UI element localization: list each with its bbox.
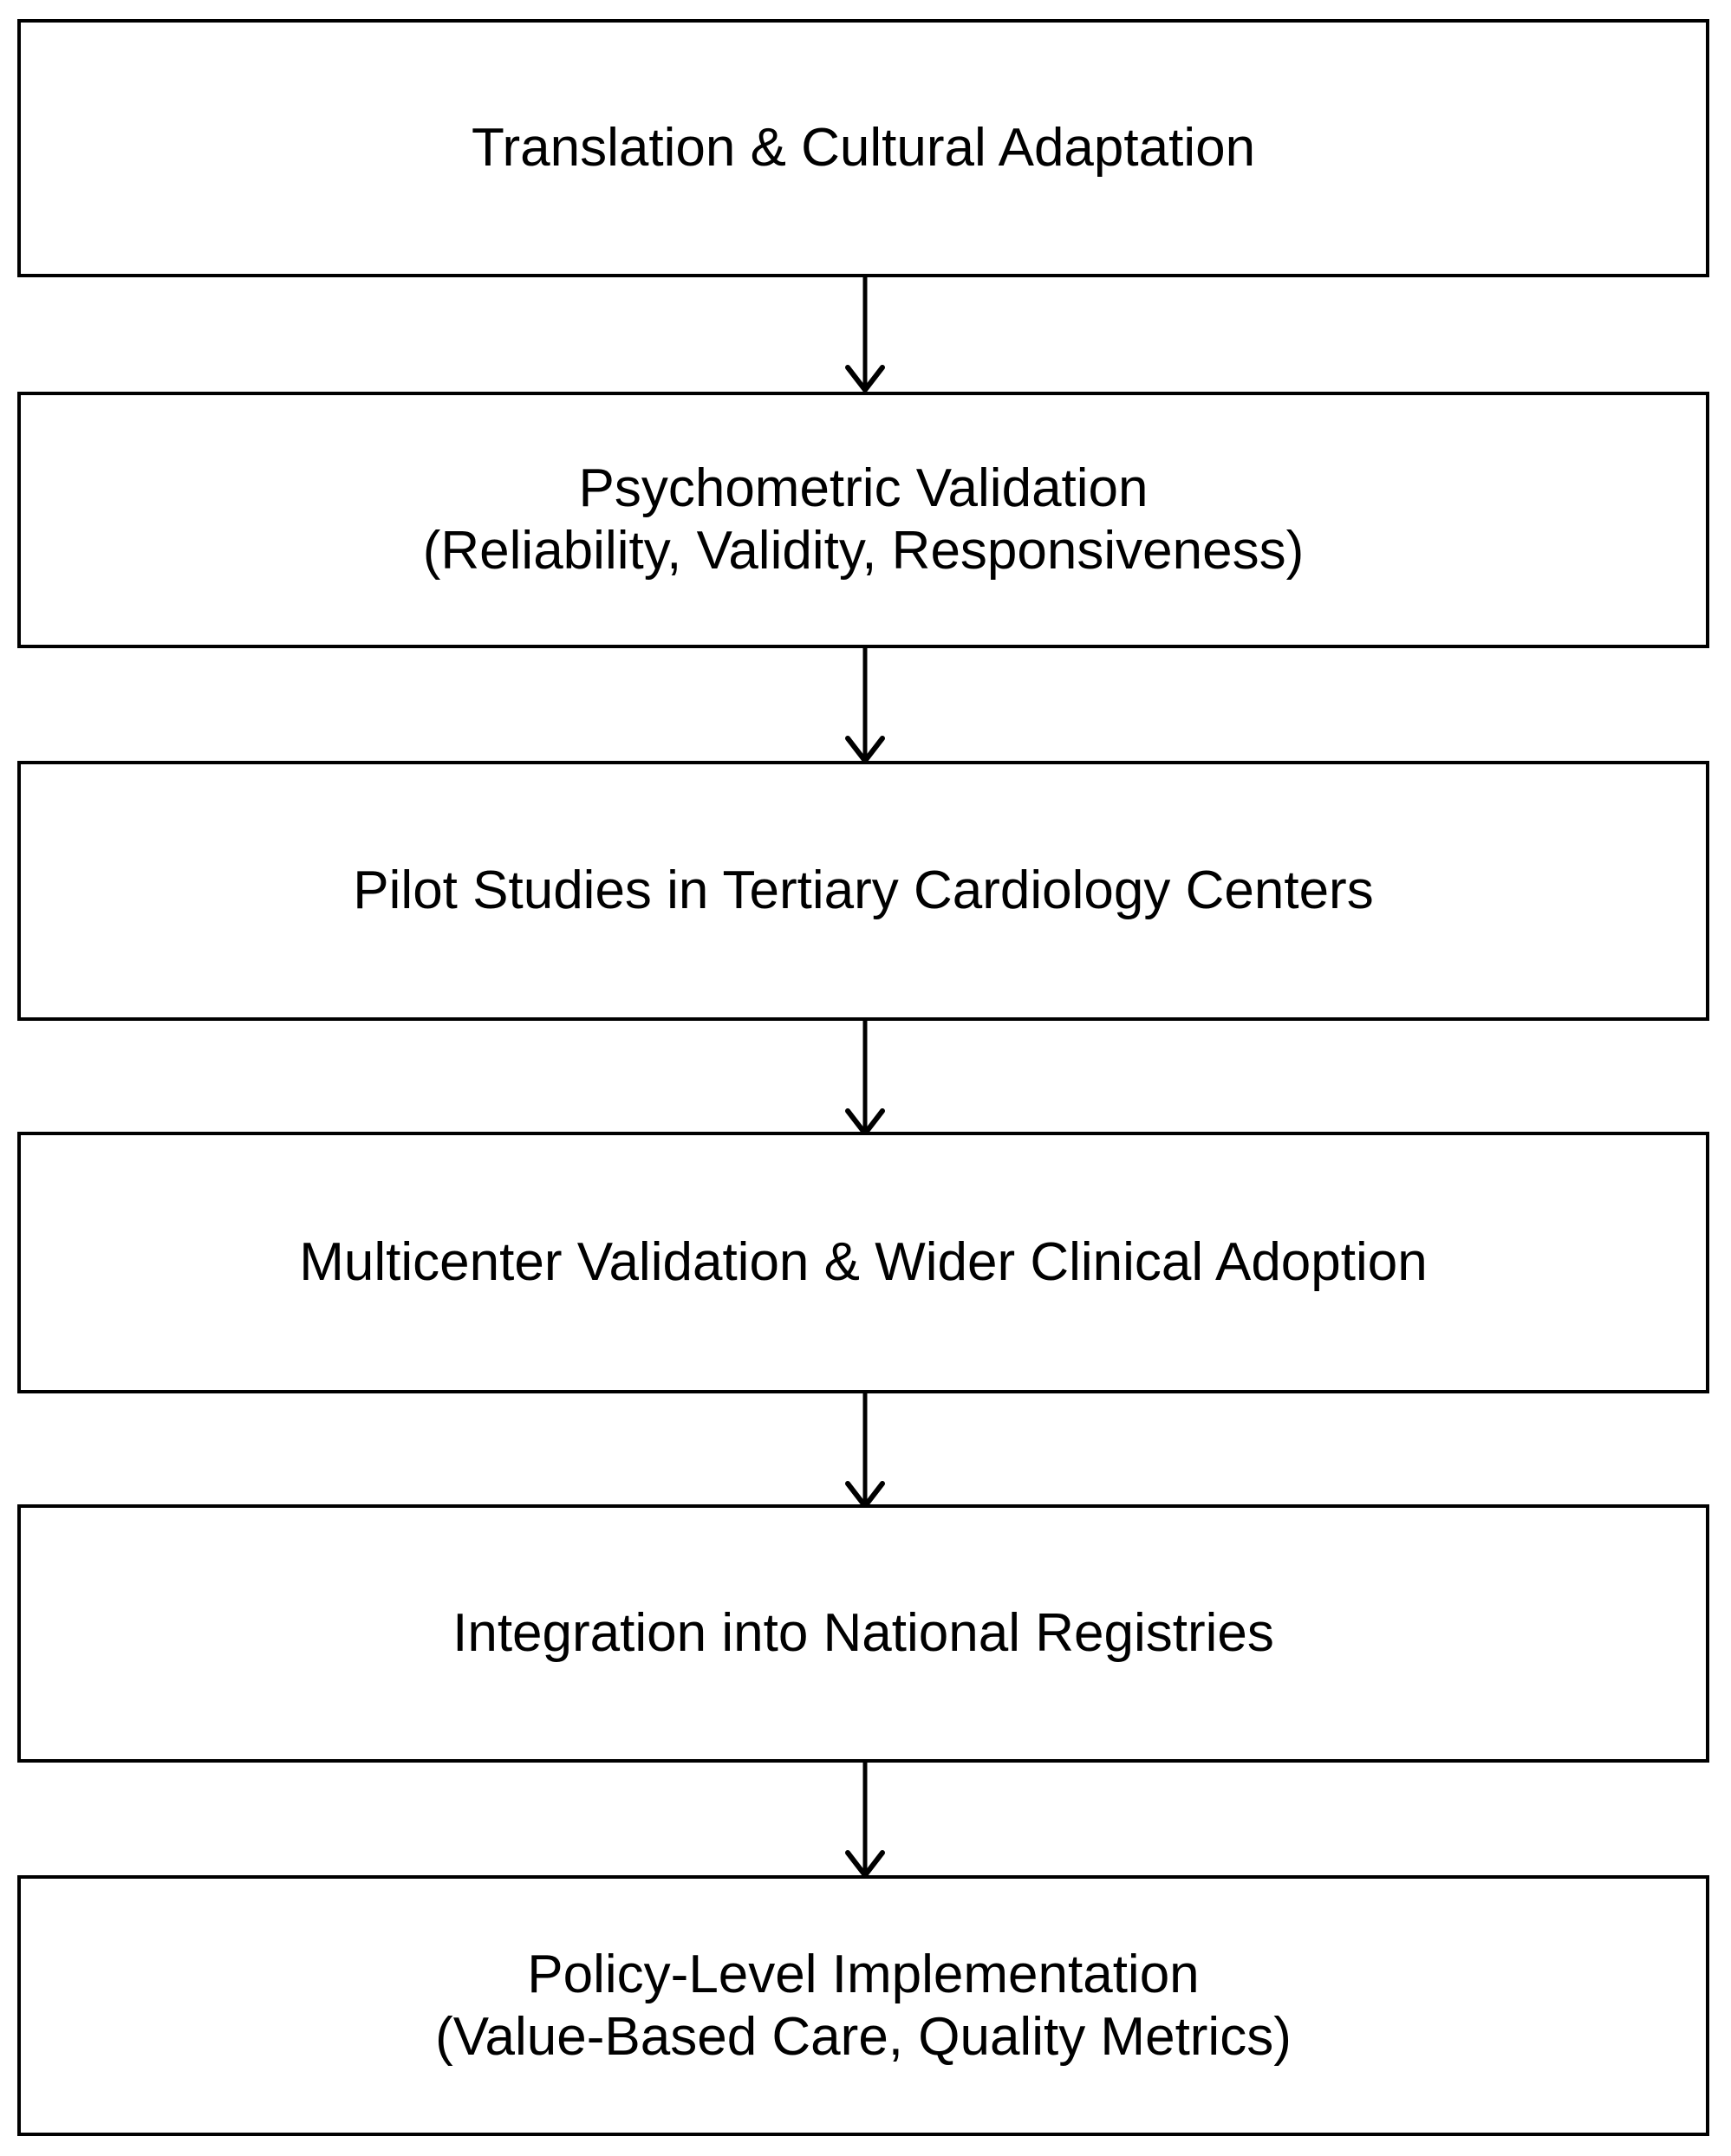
flow-node-psychometric-validation[interactable]: Psychometric Validation (Reliability, Va… — [17, 392, 1709, 648]
flow-node-pilot-studies[interactable]: Pilot Studies in Tertiary Cardiology Cen… — [17, 761, 1709, 1021]
flow-node-label: Integration into National Registries — [452, 1603, 1274, 1664]
flow-node-multicenter-validation[interactable]: Multicenter Validation & Wider Clinical … — [17, 1132, 1709, 1393]
flow-node-national-registries[interactable]: Integration into National Registries — [17, 1504, 1709, 1763]
arrow-down-icon — [845, 277, 885, 394]
flow-node-label: Multicenter Validation & Wider Clinical … — [299, 1232, 1428, 1293]
flow-node-label: Pilot Studies in Tertiary Cardiology Cen… — [353, 860, 1374, 921]
arrow-down-icon — [845, 1021, 885, 1138]
arrow-down-icon — [845, 1763, 885, 1880]
arrow-down-icon — [845, 648, 885, 765]
flow-node-label: Translation & Cultural Adaptation — [471, 118, 1256, 179]
arrow-down-icon — [845, 1393, 885, 1510]
flow-node-label: Psychometric Validation (Reliability, Va… — [422, 458, 1305, 581]
flow-node-label: Policy-Level Implementation (Value-Based… — [435, 1944, 1292, 2067]
flow-node-translation-cultural-adaptation[interactable]: Translation & Cultural Adaptation — [17, 19, 1709, 277]
flow-node-policy-level-implementation[interactable]: Policy-Level Implementation (Value-Based… — [17, 1875, 1709, 2136]
